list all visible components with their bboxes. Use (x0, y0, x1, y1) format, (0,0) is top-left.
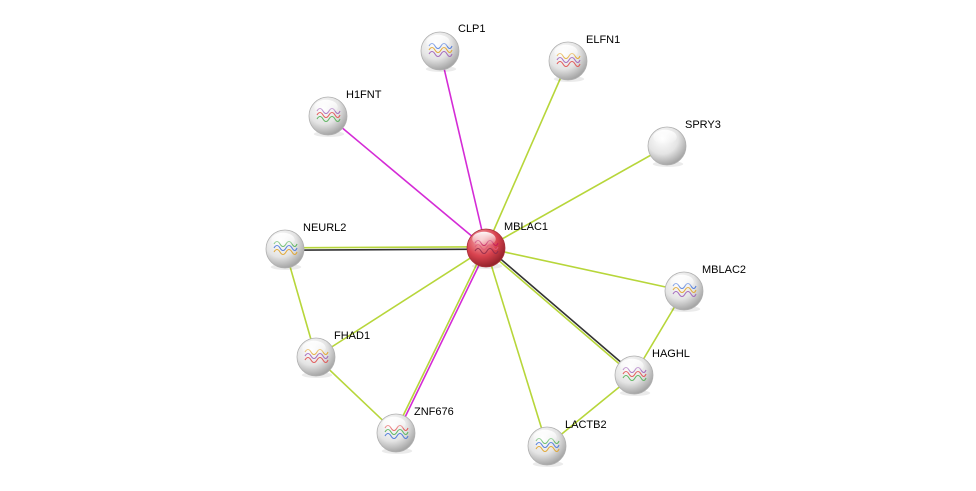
node-label-spry3: SPRY3 (685, 119, 721, 131)
structure-strand (535, 445, 560, 453)
node-label-h1fnt: H1FNT (346, 89, 382, 101)
node-gloss (314, 99, 338, 115)
node-label-mblac2: MBLAC2 (702, 264, 746, 276)
structure-strand (474, 247, 499, 255)
edge-line-magenta (396, 248, 488, 434)
edge-mblac1-fhad1[interactable] (315, 247, 487, 358)
node-elfn1[interactable]: ELFN1 (548, 34, 620, 82)
edge-line-yellowgreen (485, 247, 685, 292)
structure-strand (316, 115, 341, 123)
edge-mblac1-lactb2[interactable] (485, 247, 548, 447)
edge-mblac1-clp1[interactable] (439, 50, 487, 249)
structure-strand (622, 374, 647, 382)
node-gloss (670, 274, 694, 290)
structure-strand (672, 290, 697, 298)
edge-line-magenta (439, 50, 487, 249)
edge-mblac1-spry3[interactable] (485, 145, 668, 249)
edge-line-yellowgreen (284, 246, 486, 249)
edge-mblac1-h1fnt[interactable] (327, 115, 487, 249)
structure-strand (556, 60, 581, 68)
node-label-lactb2: LACTB2 (565, 419, 607, 431)
node-label-znf676: ZNF676 (414, 406, 454, 418)
edge-line-black (285, 248, 487, 251)
edge-line-yellowgreen (485, 145, 668, 249)
edge-line-yellowgreen (315, 247, 487, 358)
node-h1fnt[interactable]: H1FNT (308, 89, 382, 137)
node-label-fhad1: FHAD1 (334, 330, 370, 342)
node-label-mblac1: MBLAC1 (504, 221, 548, 233)
node-gloss (554, 44, 578, 60)
node-gloss (302, 340, 326, 356)
edge-line-magenta (327, 115, 487, 249)
node-gloss (426, 34, 450, 50)
node-label-elfn1: ELFN1 (586, 34, 620, 46)
edge-line-yellowgreen (484, 248, 634, 377)
edge-line-yellowgreen (485, 247, 548, 447)
structure-strand (428, 50, 453, 58)
node-gloss (653, 129, 677, 145)
node-label-haghl: HAGHL (652, 348, 690, 360)
node-gloss (533, 429, 557, 445)
node-mblac2[interactable]: MBLAC2 (664, 264, 746, 312)
structure-strand (304, 356, 329, 364)
node-mblac1[interactable]: MBLAC1 (466, 221, 548, 269)
edge-mblac1-haghl[interactable] (484, 246, 636, 377)
node-label-neurl2: NEURL2 (303, 222, 346, 234)
edge-mblac1-mblac2[interactable] (485, 247, 685, 292)
node-haghl[interactable]: HAGHL (614, 348, 690, 396)
node-gloss (472, 231, 496, 247)
node-neurl2[interactable]: NEURL2 (265, 222, 346, 270)
node-label-clp1: CLP1 (458, 23, 486, 35)
node-lactb2[interactable]: LACTB2 (527, 419, 607, 467)
node-fhad1[interactable]: FHAD1 (296, 330, 370, 378)
node-gloss (620, 358, 644, 374)
edge-mblac1-elfn1[interactable] (485, 60, 569, 249)
edge-line-yellowgreen (485, 60, 569, 249)
edge-line-yellowgreen (394, 247, 486, 433)
edge-line-black (486, 246, 636, 375)
structure-strand (273, 248, 298, 256)
node-clp1[interactable]: CLP1 (420, 23, 486, 72)
node-gloss (382, 416, 406, 432)
structure-strand (384, 432, 409, 440)
node-gloss (271, 232, 295, 248)
node-znf676[interactable]: ZNF676 (376, 406, 454, 454)
node-spry3[interactable]: SPRY3 (647, 119, 721, 167)
edge-mblac1-neurl2[interactable] (284, 246, 487, 251)
edge-mblac1-znf676[interactable] (394, 247, 488, 434)
